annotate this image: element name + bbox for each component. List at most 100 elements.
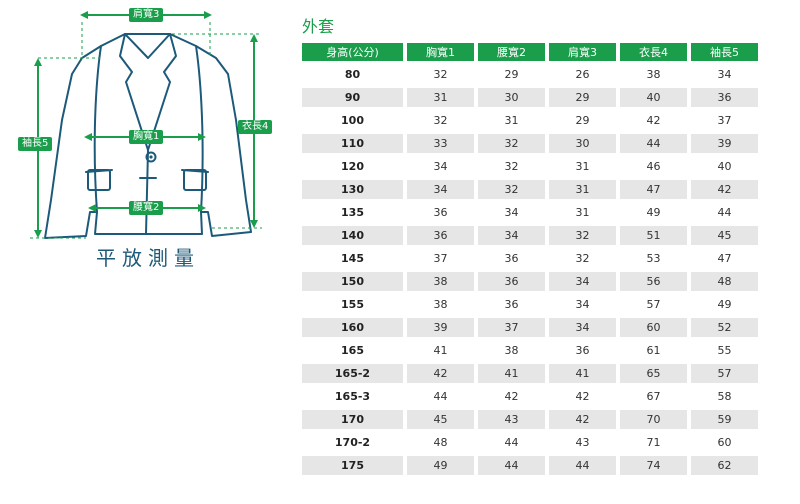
left-armhole: [93, 45, 102, 213]
height-cell: 170-2: [334, 436, 371, 449]
button-icon: [145, 151, 157, 163]
measurement-cell: 34: [549, 272, 616, 291]
measurement-cell: 32: [478, 180, 545, 199]
measurement-cell: 57: [646, 298, 661, 311]
measurement-cell: 48: [691, 272, 758, 291]
measurement-cell: 34: [433, 160, 448, 173]
measurement-cell: 59: [691, 410, 758, 429]
measurement-cell: 62: [691, 456, 758, 475]
button-center: [149, 155, 153, 159]
measurement-cell: 42: [504, 390, 519, 403]
measurement-cell: 65: [620, 364, 687, 383]
height-cell: 110: [302, 134, 403, 153]
measurement-cell: 34: [478, 226, 545, 245]
measurement-cell: 40: [620, 88, 687, 107]
measurement-cell: 31: [407, 88, 474, 107]
column-header: 肩寬3: [549, 43, 616, 61]
height-cell: 80: [344, 68, 361, 81]
measurement-cell: 44: [478, 456, 545, 475]
measurement-cell: 49: [646, 206, 661, 219]
measurement-cell: 36: [478, 272, 545, 291]
measurement-cell: 36: [575, 344, 590, 357]
measurement-cell: 44: [433, 390, 448, 403]
measurement-cell: 42: [691, 180, 758, 199]
measurement-cell: 74: [620, 456, 687, 475]
measurement-cell: 41: [478, 364, 545, 383]
measurement-cell: 32: [549, 226, 616, 245]
height-cell: 135: [341, 206, 364, 219]
measurement-cell: 56: [620, 272, 687, 291]
height-cell: 155: [341, 298, 364, 311]
measurement-cell: 42: [646, 114, 661, 127]
height-cell: 175: [302, 456, 403, 475]
measurement-cell: 57: [691, 364, 758, 383]
measurement-cell: 67: [646, 390, 661, 403]
measurement-cell: 38: [646, 68, 661, 81]
diagram-caption: 平放測量: [96, 246, 200, 270]
measurement-cell: 32: [433, 114, 448, 127]
body-length-label: 衣長4: [238, 120, 273, 134]
measurement-cell: 36: [504, 298, 519, 311]
waist-width-label: 腰寬2: [129, 201, 164, 215]
height-cell: 165: [341, 344, 364, 357]
measurement-cell: 32: [504, 160, 519, 173]
height-cell: 165-2: [302, 364, 403, 383]
measurement-cell: 45: [407, 410, 474, 429]
measurement-cell: 55: [717, 344, 732, 357]
measurement-cell: 33: [407, 134, 474, 153]
measurement-cell: 44: [620, 134, 687, 153]
measurement-cell: 43: [575, 436, 590, 449]
column-header: 胸寬1: [407, 43, 474, 61]
right-armhole: [195, 45, 204, 213]
measurement-cell: 31: [575, 206, 590, 219]
measurement-cell: 70: [620, 410, 687, 429]
measurement-cell: 45: [691, 226, 758, 245]
measurement-cell: 43: [478, 410, 545, 429]
measurement-cell: 42: [549, 410, 616, 429]
measurement-cell: 32: [478, 134, 545, 153]
measurement-cell: 38: [433, 298, 448, 311]
left-lapel: [119, 33, 149, 151]
left-pocket-flap: [85, 169, 113, 173]
left-pocket: [87, 169, 111, 191]
measurement-cell: 41: [433, 344, 448, 357]
measurement-cell: 31: [549, 180, 616, 199]
collar: [124, 33, 171, 59]
height-cell: 145: [341, 252, 364, 265]
measurement-cell: 41: [549, 364, 616, 383]
column-header-height: 身高(公分): [302, 43, 403, 61]
measurement-cell: 44: [504, 436, 519, 449]
measurement-diagram: 肩寬3 胸寬1 腰寬2 袖長5 衣長4 平放測量: [0, 0, 290, 280]
measurement-cell: 44: [549, 456, 616, 475]
measurement-cell: 30: [478, 88, 545, 107]
column-header: 袖長5: [691, 43, 758, 61]
right-lapel: [147, 33, 177, 151]
measurement-cell: 34: [504, 206, 519, 219]
measurement-cell: 39: [407, 318, 474, 337]
measurement-cell: 47: [717, 252, 732, 265]
measurement-cell: 37: [717, 114, 732, 127]
height-cell: 100: [341, 114, 364, 127]
shoulder-width-label: 肩寬3: [129, 8, 164, 22]
sleeve-length-label: 袖長5: [18, 137, 53, 151]
measurement-cell: 47: [620, 180, 687, 199]
measurement-cell: 60: [717, 436, 732, 449]
measurement-cell: 44: [717, 206, 732, 219]
right-pocket-flap: [181, 169, 209, 173]
measurement-cell: 61: [646, 344, 661, 357]
measurement-cell: 32: [433, 68, 448, 81]
chest-width-label: 胸寬1: [129, 130, 164, 144]
